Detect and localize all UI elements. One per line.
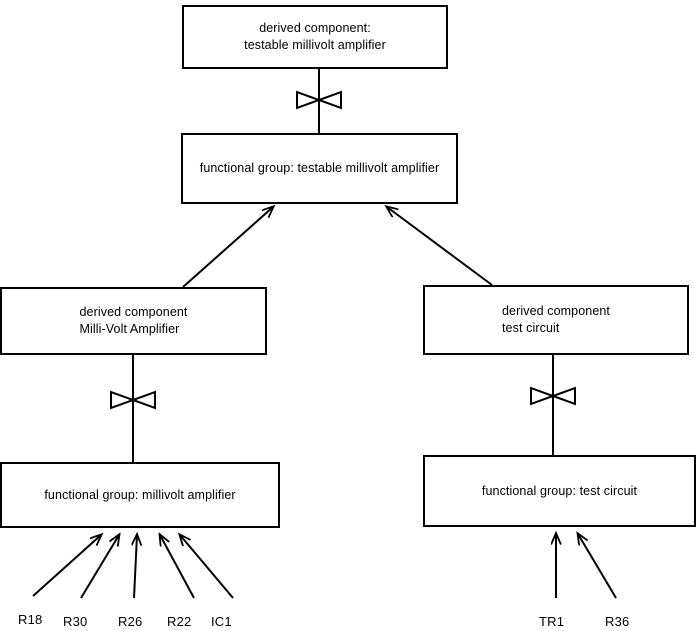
functional-group-test-circuit-label: functional group: test circuit — [481, 483, 638, 498]
aggregation-arrow-mv-amp — [182, 207, 273, 288]
derived-component-milli-volt-amplifier-box[interactable]: derived component Milli-Volt Amplifier — [0, 287, 267, 355]
part-arrows-right — [556, 534, 617, 599]
leaf-label-r18: R18 — [18, 612, 43, 627]
part-arrows-left — [32, 535, 234, 599]
part-arrow-r26 — [134, 535, 137, 599]
leaf-label-r22: R22 — [167, 614, 192, 629]
part-arrow-r22 — [160, 535, 195, 599]
part-arrow-ic1 — [180, 535, 234, 599]
leaf-label-r36: R36 — [605, 614, 630, 629]
aggregation-arrow-test-circuit — [387, 207, 493, 286]
bowtie-connector-left — [110, 355, 156, 462]
derived-component-testable-millivolt-amplifier-label: derived component: testable millivolt am… — [244, 21, 386, 52]
functional-group-test-circuit-box[interactable]: functional group: test circuit — [423, 455, 696, 527]
bowtie-connector-top — [296, 69, 342, 133]
part-arrow-r30 — [80, 535, 119, 599]
part-arrow-r18 — [32, 535, 101, 597]
leaf-label-tr1: TR1 — [539, 614, 565, 629]
functional-group-millivolt-amplifier-label: functional group: millivolt amplifier — [44, 487, 236, 502]
derived-component-milli-volt-amplifier-label: derived component Milli-Volt Amplifier — [79, 305, 188, 336]
derived-component-test-circuit-box[interactable]: derived component test circuit — [423, 285, 689, 355]
leaf-label-ic1: IC1 — [211, 614, 232, 629]
bowtie-connector-right — [530, 355, 576, 455]
functional-group-millivolt-amplifier-box[interactable]: functional group: millivolt amplifier — [0, 462, 280, 528]
aggregation-arrows — [182, 207, 493, 288]
derived-component-test-circuit-label: derived component test circuit — [501, 304, 611, 335]
functional-group-testable-millivolt-amplifier-label: functional group: testable millivolt amp… — [199, 161, 440, 175]
functional-group-testable-millivolt-amplifier-box[interactable]: functional group: testable millivolt amp… — [181, 133, 458, 204]
part-arrow-r36 — [578, 534, 617, 599]
leaf-label-r30: R30 — [63, 614, 88, 629]
leaf-label-r26: R26 — [118, 614, 143, 629]
derived-component-testable-millivolt-amplifier-box[interactable]: derived component: testable millivolt am… — [182, 5, 448, 69]
